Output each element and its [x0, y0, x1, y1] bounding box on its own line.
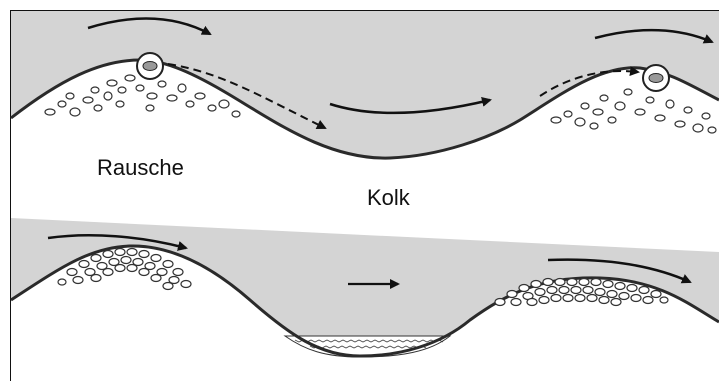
top-left-boulder [137, 53, 163, 79]
top-panel [11, 11, 719, 158]
top-right-boulder [643, 65, 669, 91]
bottom-water-area [11, 218, 719, 356]
bottom-panel [11, 218, 719, 357]
label-kolk: Kolk [367, 185, 410, 211]
label-rausche: Rausche [97, 155, 184, 181]
top-right-gravel-cluster [551, 89, 716, 133]
